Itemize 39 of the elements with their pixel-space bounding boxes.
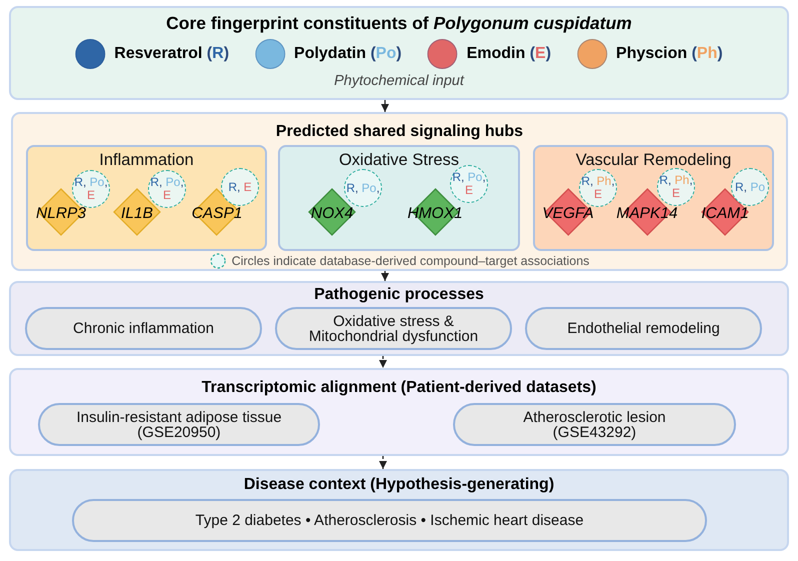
association-circle: R, Po, E xyxy=(72,170,110,208)
arrow xyxy=(381,100,389,112)
category-panel xyxy=(278,145,520,251)
association-circle: R, Po, xyxy=(344,169,382,207)
hub-panel xyxy=(11,112,788,271)
alignment-panel xyxy=(9,368,789,456)
panel-title: Core fingerprint constituents of Polygonum cuspidatum xyxy=(166,13,632,33)
process-node: Chronic inflammation xyxy=(25,307,262,350)
arrow xyxy=(381,271,389,281)
panel-title: Pathogenic processes xyxy=(314,285,484,305)
panel-title: Predicted shared signaling hubs xyxy=(276,122,524,142)
arrow xyxy=(379,456,387,469)
association-circle: R, Po, E xyxy=(148,170,186,208)
group-title: Vascular Remodeling xyxy=(576,150,732,170)
process-node: Oxidative stress & Mitochondrial dysfunction xyxy=(275,307,512,350)
legend-label: Emodin (E) xyxy=(466,44,552,64)
group-title: Inflammation xyxy=(99,150,194,170)
category-panel xyxy=(533,145,774,251)
association-circle: R, Ph, E xyxy=(657,168,695,206)
process-node: Endothelial remodeling xyxy=(525,307,762,350)
panel-subtitle: Phytochemical input xyxy=(334,72,464,90)
association-circle: R, Ph, E xyxy=(579,169,617,207)
input-panel xyxy=(9,6,789,100)
association-circle: R, Po xyxy=(731,168,769,206)
panel-title: Transcriptomic alignment (Patient-derived datasets) xyxy=(202,378,596,398)
legend-label: Resveratrol (R) xyxy=(114,44,230,64)
panel-title: Disease context (Hypothesis-generating) xyxy=(244,475,554,495)
disease-panel xyxy=(9,469,789,551)
dataset-node: Insulin-resistant adipose tissue (GSE20950) xyxy=(38,403,320,446)
process-panel xyxy=(9,281,789,356)
category-panel xyxy=(26,145,267,251)
legend-label: Physcion (Ph) xyxy=(616,44,723,64)
disease-node: Type 2 diabetes • Atherosclerosis • Ischemic heart disease xyxy=(72,499,707,542)
dataset-node: Atherosclerotic lesion (GSE43292) xyxy=(453,403,736,446)
association-circle: R, E xyxy=(221,168,259,206)
footnote: Circles indicate database-derived compound–target associations xyxy=(232,253,590,269)
association-circle: R, Po, E xyxy=(450,165,488,203)
arrow xyxy=(379,356,387,368)
legend-label: Polydatin (Po) xyxy=(294,44,402,64)
